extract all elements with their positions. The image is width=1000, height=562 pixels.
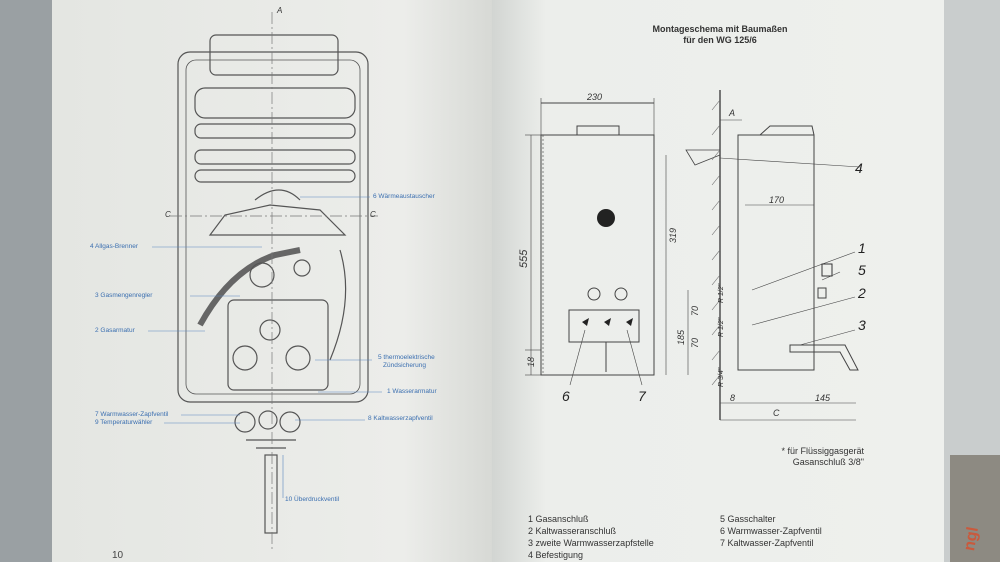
label-gasmengenregler: 3 Gasmengenregler (95, 292, 153, 299)
dim-depth: 170 (769, 195, 785, 205)
callout-7: 7 (638, 388, 646, 404)
dim-r2: R 1/2" (718, 317, 725, 337)
front-view-casing (540, 134, 655, 376)
callout-1: 1 (858, 240, 866, 256)
gas-armature-block (227, 299, 329, 391)
page-number: 10 (112, 550, 124, 561)
coldwater-valve-handle (626, 318, 633, 326)
dim-c: C (773, 408, 780, 418)
note-line-2: Gasanschluß 3/8" (792, 457, 864, 467)
coldwater-valve (279, 411, 301, 433)
dim-width: 230 (587, 92, 603, 102)
dim-70-lower: 70 (690, 337, 700, 348)
warmwater-valve (234, 411, 256, 433)
burner-shape (208, 204, 347, 236)
relief-pipe (264, 454, 278, 534)
section-mark-c-left: C (165, 210, 171, 219)
hotwater-valve-handle (582, 318, 589, 326)
dim-r3: R 3/4" (718, 367, 725, 387)
legend-item: 6 Warmwasser-Zapfventil (720, 526, 822, 536)
label-brenner: 4 Allgas-Brenner (90, 243, 139, 250)
legend-item: 3 zweite Warmwasserzapfstelle (528, 538, 654, 548)
label-waermeaustauscher: 6 Wärmeaustauscher (373, 193, 435, 200)
drawing-subtitle: für den WG 125/6 (683, 35, 757, 45)
dim-height: 555 (518, 249, 530, 268)
label-thermo-line1: 5 thermoelektrische (378, 354, 435, 361)
label-gasarmatur: 2 Gasarmatur (95, 327, 135, 334)
dim-a: A (729, 108, 736, 118)
label-kaltwasserzapfventil: 8 Kaltwasserzapfventil (368, 415, 433, 422)
front-valve-panel (568, 309, 640, 343)
dim-185: 185 (676, 329, 686, 345)
dim-r1: R 1/2" (718, 283, 725, 303)
label-ueberdruckventil: 10 Überdruckventil (285, 496, 340, 503)
legend-item: 5 Gasschalter (720, 514, 776, 524)
legend-right: 5 Gasschalter 6 Warmwasser-Zapfventil 7 … (720, 513, 822, 549)
side-view-casing (737, 134, 815, 371)
flue-hood (209, 34, 339, 76)
legend-left: 1 Gasanschluß 2 Kaltwasseranschluß 3 zwe… (528, 513, 654, 561)
label-temperaturwaehler: 9 Temperaturwähler (95, 419, 153, 426)
section-mark-a: A (277, 6, 283, 15)
label-wasserarmatur: 1 Wasserarmatur (387, 388, 437, 395)
label-warmwasser-zapfventil: 7 Warmwasser-Zapfventil (95, 411, 169, 418)
label-thermo-line2: Zündsicherung (383, 362, 426, 369)
legend-item: 4 Befestigung (528, 550, 584, 560)
note-line-1: * für Flüssiggasgerät (781, 446, 864, 456)
drawing-title: Montageschema mit Baumaßen (652, 24, 788, 34)
dim-8: 8 (730, 393, 736, 403)
right-page (492, 0, 944, 562)
dim-bottom: 18 (526, 356, 536, 367)
note-fluessiggas: * für Flüssiggasgerät Gasanschluß 3/8" (730, 446, 864, 468)
callout-3: 3 (858, 317, 866, 333)
second-outlet-pipe (789, 344, 859, 371)
callout-4: 4 (855, 160, 863, 176)
wooden-ruler (950, 455, 1000, 562)
legend-item: 7 Kaltwasser-Zapfventil (720, 538, 814, 548)
gas-switch-box (821, 263, 833, 277)
callout-6: 6 (562, 388, 570, 404)
callout-2: 2 (858, 285, 866, 301)
front-view-switch-hole (597, 209, 615, 227)
coil-1 (194, 87, 356, 119)
dim-145: 145 (815, 393, 831, 403)
dim-70-upper: 70 (690, 305, 700, 316)
callout-5: 5 (858, 262, 866, 278)
casing-outline (177, 51, 369, 403)
legend-item: 2 Kaltwasseranschluß (528, 526, 617, 536)
section-mark-c-right: C (370, 210, 376, 219)
legend-item: 1 Gasanschluß (528, 514, 589, 524)
dim-319: 319 (668, 227, 678, 243)
